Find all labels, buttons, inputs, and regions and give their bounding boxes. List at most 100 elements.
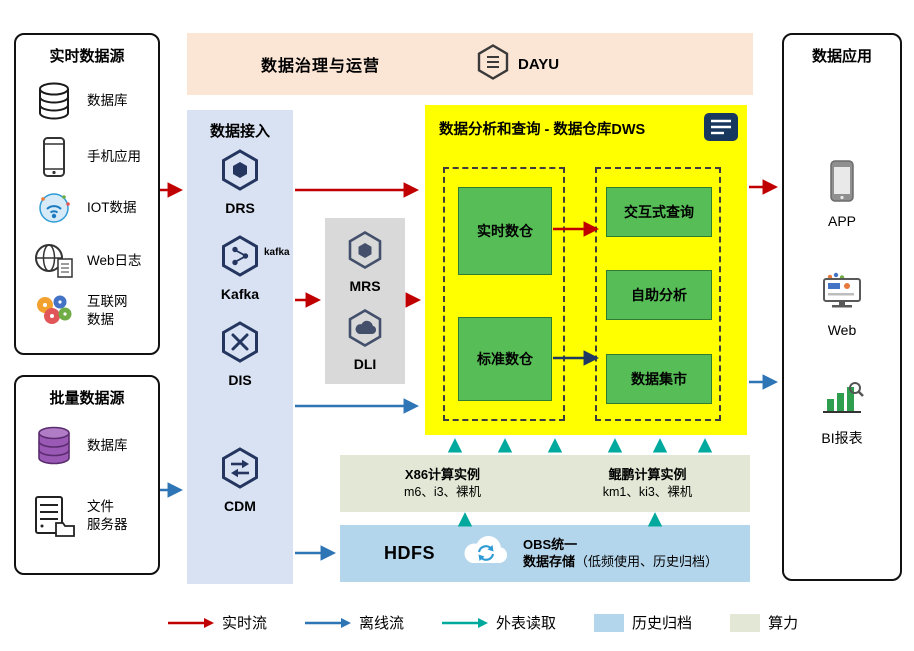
- obs-line2: 数据存储: [523, 553, 576, 569]
- compute-panel: X86计算实例 m6、i3、裸机 鲲鹏计算实例 km1、ki3、裸机: [340, 455, 750, 512]
- drs-icon: [220, 148, 260, 197]
- service-cdm: CDM: [187, 446, 293, 514]
- report-icon: [703, 112, 739, 147]
- legend-label: 离线流: [359, 615, 405, 632]
- governance-banner: 数据治理与运营 DAYU: [187, 33, 753, 95]
- service-label: DRS: [225, 200, 255, 216]
- source-item-fileserver: 文件 服务器: [30, 495, 128, 537]
- bi-report-icon: [819, 379, 865, 422]
- ingestion-panel: 数据接入 DRS kafka: [187, 110, 293, 584]
- kafka-icon: kafka: [220, 234, 290, 283]
- kunpeng-models: km1、ki3、裸机: [602, 484, 693, 499]
- app-label: BI报表: [821, 430, 863, 446]
- source-label: 文件 服务器: [87, 499, 128, 532]
- source-item-iot: IOT数据: [30, 190, 137, 226]
- source-item-weblog: Web日志: [30, 242, 142, 280]
- dayu-group: DAYU: [476, 43, 559, 85]
- iot-icon: [30, 190, 78, 226]
- x86-models: m6、i3、裸机: [403, 484, 482, 499]
- obs-text: OBS统一 数据存储（低频使用、历史归档）: [523, 537, 718, 571]
- source-label: Web日志: [87, 253, 142, 269]
- dis-icon: [220, 320, 260, 369]
- source-item-mobile: 手机应用: [30, 137, 141, 177]
- legend-item-external-read: 外表读取: [442, 612, 556, 633]
- source-item-batch-database: 数据库: [30, 425, 128, 467]
- purple-database-icon: [30, 425, 78, 467]
- legend-item-archive: 历史归档: [594, 612, 692, 633]
- x86-compute: X86计算实例 m6、i3、裸机: [340, 455, 545, 512]
- storage-panel: HDFS OBS统一 数据存储（低频使用、历史归档）: [340, 525, 750, 582]
- app-item-bi: BI报表: [784, 379, 900, 448]
- hdfs-label: HDFS: [384, 543, 435, 563]
- legend-label: 历史归档: [632, 615, 693, 632]
- dws-panel: 数据分析和查询 - 数据仓库DWS 实时数仓 标准数仓 交互式查询 自助分析 数…: [425, 105, 747, 435]
- legend-label: 实时流: [222, 615, 268, 632]
- legend-item-compute: 算力: [730, 612, 798, 633]
- app-item-app: APP: [784, 160, 900, 229]
- dayu-icon: [476, 43, 510, 85]
- source-label: 数据库: [87, 438, 128, 454]
- interactive-query-box: 交互式查询: [606, 187, 712, 237]
- legend-label: 算力: [768, 615, 799, 632]
- obs-note: （低频使用、历史归档）: [575, 553, 719, 569]
- teal-arrow-icon: [442, 617, 489, 628]
- app-label: APP: [827, 213, 856, 229]
- service-label: Kafka: [220, 286, 260, 302]
- kunpeng-title: 鲲鹏计算实例: [608, 467, 687, 483]
- source-item-internet: 互联网 数据: [30, 293, 128, 329]
- realtime-warehouse-box: 实时数仓: [458, 187, 552, 275]
- web-log-icon: [30, 242, 78, 280]
- data-mart-box: 数据集市: [606, 354, 712, 404]
- governance-title: 数据治理与运营: [261, 58, 381, 75]
- batch-sources-panel: 批量数据源 数据库: [14, 375, 160, 575]
- applications-title: 数据应用: [811, 48, 872, 65]
- service-drs: DRS: [187, 148, 293, 216]
- mrs-icon: [347, 230, 383, 275]
- app-icon: [829, 160, 855, 207]
- source-label: 数据库: [87, 93, 128, 109]
- legend-item-realtime-flow: 实时流: [168, 612, 267, 633]
- service-mrs: MRS: [325, 230, 405, 294]
- service-kafka: kafka Kafka: [187, 234, 293, 302]
- database-icon: [30, 81, 78, 121]
- standard-warehouse-box: 标准数仓: [458, 317, 552, 401]
- x86-title: X86计算实例: [404, 467, 481, 483]
- legend-label: 外表读取: [496, 615, 557, 632]
- self-service-analysis-box: 自助分析: [606, 270, 712, 320]
- mobile-app-icon: [30, 137, 78, 177]
- obs-line1: OBS统一: [523, 536, 578, 552]
- file-server-icon: [30, 495, 78, 537]
- processing-panel: MRS DLI: [325, 218, 405, 384]
- source-label: 互联网 数据: [87, 294, 128, 327]
- app-label: Web: [827, 322, 857, 338]
- ingestion-title: 数据接入: [209, 123, 270, 140]
- service-label: DIS: [228, 372, 252, 388]
- source-label: 手机应用: [87, 149, 141, 165]
- realtime-sources-panel: 实时数据源 数据库 手机应用: [14, 33, 160, 355]
- batch-sources-title: 批量数据源: [49, 390, 125, 407]
- legend-item-offline-flow: 离线流: [305, 612, 404, 633]
- app-item-web: Web: [784, 271, 900, 338]
- archive-swatch: [594, 613, 625, 632]
- service-label: CDM: [224, 498, 256, 514]
- dws-title: 数据分析和查询 - 数据仓库DWS: [439, 122, 646, 138]
- applications-panel: 数据应用 APP: [782, 33, 902, 581]
- source-label: IOT数据: [87, 200, 137, 216]
- warehouse-group: 实时数仓 标准数仓: [443, 167, 565, 421]
- red-arrow-icon: [168, 617, 214, 628]
- legend: 实时流 离线流 外表读取 历史归档 算力: [168, 612, 798, 633]
- service-label: MRS: [349, 278, 381, 294]
- kafka-wordmark: kafka: [264, 247, 290, 258]
- compute-swatch: [730, 613, 761, 632]
- service-dis: DIS: [187, 320, 293, 388]
- obs-cloud-icon: [457, 533, 515, 574]
- kunpeng-compute: 鲲鹏计算实例 km1、ki3、裸机: [545, 455, 750, 512]
- web-icon: [819, 271, 865, 316]
- dli-icon: [347, 308, 383, 353]
- analytics-group: 交互式查询 自助分析 数据集市: [595, 167, 721, 421]
- blue-arrow-icon: [305, 617, 352, 628]
- service-label: DLI: [353, 356, 377, 372]
- cdm-icon: [220, 446, 260, 495]
- realtime-sources-title: 实时数据源: [49, 48, 125, 65]
